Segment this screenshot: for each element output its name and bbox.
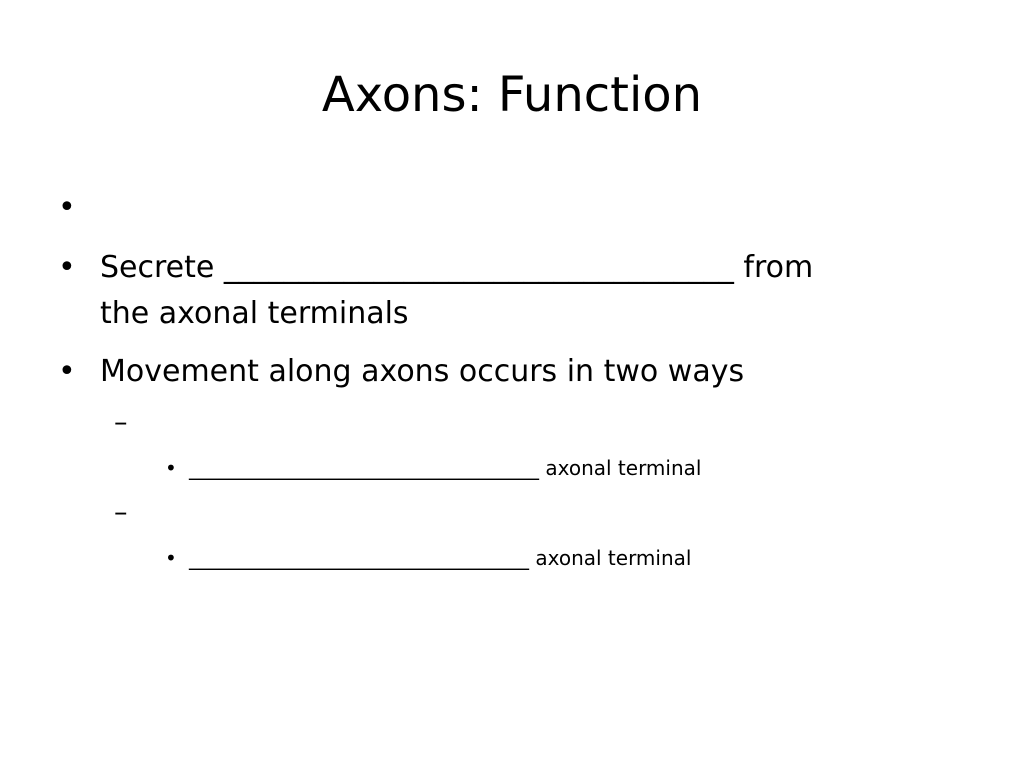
bullet-marker: •: [58, 190, 76, 225]
sub-bullet-text: __________________________________ axona…: [189, 546, 692, 570]
sub-bullet-2: • __________________________________ axo…: [0, 544, 1024, 572]
slide-title: Axons: Function: [321, 67, 703, 123]
sub-item-2: –: [0, 494, 1024, 532]
bullet-marker: •: [165, 456, 177, 480]
dash-marker: –: [114, 407, 128, 438]
bullet-item-1: •: [0, 186, 1024, 230]
sub-bullet-text: ___________________________________ axon…: [189, 456, 702, 480]
bullet-text: Movement along axons occurs in two ways: [100, 354, 745, 389]
dash-marker: –: [114, 497, 128, 528]
bullet-item-2: • Secrete ______________________________…: [0, 246, 1024, 334]
bullet-marker: •: [58, 354, 76, 389]
bullet-item-3: • Movement along axons occurs in two way…: [0, 350, 1024, 394]
bullet-marker: •: [165, 546, 177, 570]
bullet-text-line-1: Secrete ________________________________…: [100, 250, 814, 285]
sub-item-1: –: [0, 404, 1024, 442]
bullet-marker: •: [58, 250, 76, 285]
bullet-text-line-2: the axonal terminals: [100, 296, 409, 331]
sub-bullet-1: • ___________________________________ ax…: [0, 454, 1024, 482]
